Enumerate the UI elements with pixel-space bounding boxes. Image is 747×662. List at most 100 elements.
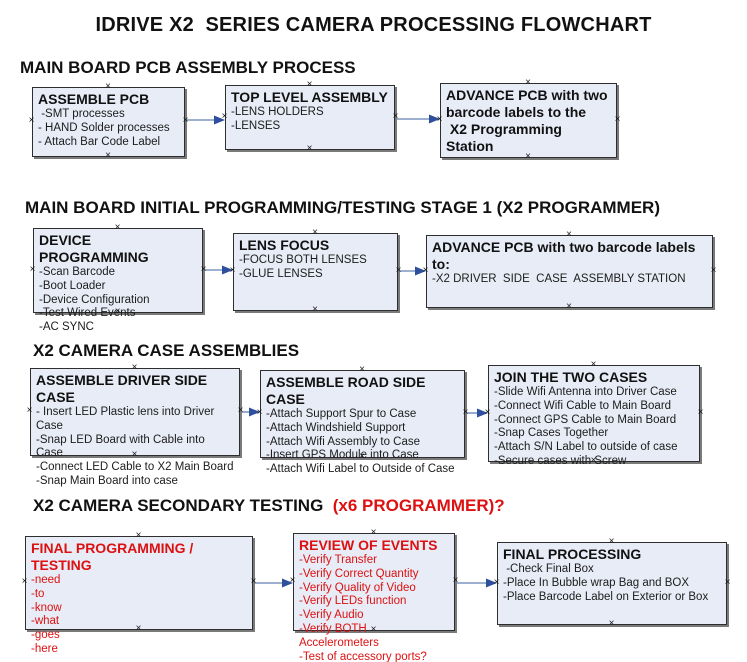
box-item: -Secure cases with Screw [494,454,627,467]
anchor-x-icon: × [237,405,244,416]
anchor-x-icon: × [566,301,572,312]
flow-arrow [456,578,497,588]
flow-box-advance-pcb-driver-station: × × × × ADVANCE PCB with two barcode lab… [423,229,717,312]
anchor-x-icon: × [306,79,313,90]
box-title: ADVANCE PCB with two barcode labels to: [432,239,700,272]
anchor-x-icon: × [114,222,121,233]
anchor-x-icon: × [29,263,36,275]
section-heading-red-part: (x6 PROGRAMMER)? [332,496,505,515]
flow-box-assemble-road-side-case: × × × × ASSEMBLE ROAD SIDE CASE -Attach … [257,364,469,476]
flow-arrow [399,266,426,276]
box-item: - Insert LED Plastic lens into Driver Ca… [36,406,218,432]
box-item: -to [31,587,45,600]
box-item: -FOCUS BOTH LENSES [239,254,367,266]
anchor-x-icon: × [392,110,399,122]
flow-box-lens-focus: × × × × LENS FOCUS -FOCUS BOTH LENSES -G… [230,227,402,315]
anchor-x-icon: × [135,530,142,541]
flow-box-final-processing: × × × × FINAL PROCESSING -Check Final Bo… [494,536,731,629]
anchor-x-icon: × [306,143,313,154]
anchor-x-icon: × [21,576,28,587]
box-item: -Insert GPS Module into Case [266,449,419,462]
anchor-x-icon: × [422,264,429,276]
box-title: ASSEMBLE ROAD SIDE CASE [266,374,430,407]
anchor-x-icon: × [525,151,531,162]
anchor-x-icon: × [131,362,138,373]
box-item: -Device Configuration [39,293,150,306]
box-item: -Verify BOTH Accelerometers [299,622,379,649]
section-heading-black-part: X2 CAMERA SECONDARY TESTING [33,496,333,515]
anchor-x-icon: × [312,227,318,238]
section-heading-secondary-testing: X2 CAMERA SECONDARY TESTING (x6 PROGRAMM… [33,496,505,516]
box-item: -Attach Wifi Assembly to Case [266,435,421,448]
flow-arrow [204,265,233,275]
section-heading-initial-programming: MAIN BOARD INITIAL PROGRAMMING/TESTING S… [25,198,660,217]
flow-box-advance-pcb-programming-station: × × × × ADVANCE PCB with two barcode lab… [437,78,621,162]
anchor-x-icon: × [221,110,228,122]
box-item: -Connect Wifi Cable to Main Board [494,399,672,412]
box-title: REVIEW OF EVENTS [299,537,438,553]
flow-box-join-two-cases: × × × × JOIN THE TWO CASES -Slide Wifi A… [485,359,704,467]
anchor-x-icon: × [229,265,236,276]
flow-arrow [466,408,488,418]
flow-box-final-programming-testing: × × × × FINAL PROGRAMMING / TESTING -nee… [22,530,257,655]
anchor-x-icon: × [484,406,491,418]
anchor-x-icon: × [608,536,615,547]
anchor-x-icon: × [590,359,597,370]
box-item: -Attach Windshield Support [266,421,406,434]
anchor-x-icon: × [370,527,377,538]
anchor-x-icon: × [28,115,35,126]
box-item: - Attach Bar Code Label [38,135,161,148]
anchor-x-icon: × [608,618,615,629]
box-title: TOP LEVEL ASSEMBLY [231,89,388,105]
box-item: -SMT processes [38,108,125,120]
anchor-x-icon: × [289,575,296,586]
flow-arrow [254,578,293,588]
anchor-x-icon: × [312,304,318,315]
box-title-line: ADVANCE PCB with two [446,87,608,103]
box-item: -Snap Main Board into case [36,474,178,487]
anchor-x-icon: × [105,81,111,92]
anchor-x-icon: × [436,113,443,125]
anchor-x-icon: × [452,575,459,586]
anchor-x-icon: × [566,229,572,240]
box-title: FINAL PROGRAMMING / TESTING [31,540,198,573]
anchor-x-icon: × [462,407,469,418]
box-item: -Connect GPS Cable to Main Board [494,413,677,426]
anchor-x-icon: × [250,576,257,587]
page-title: IDRIVE X2 SERIES CAMERA PROCESSING FLOWC… [95,14,652,36]
box-item: -Test Wired Events [39,307,136,320]
box-item: -here [31,642,58,655]
box-title: JOIN THE TWO CASES [494,369,648,385]
box-item: -goes [31,629,60,642]
flow-box-review-of-events: × × × × REVIEW OF EVENTS -Verify Transfe… [290,527,459,662]
box-item: -Verify Correct Quantity [299,567,419,580]
box-item: -Snap Cases Together [494,427,609,440]
box-item: -Place Barcode Label on Exterior or Box [503,590,709,603]
box-item: -Attach Wifi Label to Outside of Case [266,463,455,476]
box-item: -Test of accessory ports? [299,650,427,662]
anchor-x-icon: × [614,113,621,125]
flow-box-device-programming: × × × × DEVICE PROGRAMMING -Scan Barcode… [30,222,207,334]
box-item: -LENS HOLDERS [231,106,324,118]
box-title: DEVICE PROGRAMMING [39,232,149,265]
box-item: -need [31,574,61,586]
box-item: -know [31,601,62,614]
anchor-x-icon: × [395,265,402,276]
box-item: -AC SYNC [39,321,94,334]
anchor-x-icon: × [359,364,365,375]
anchor-x-icon: × [724,576,731,588]
flow-arrow [186,115,225,125]
box-item: -Verify Audio [299,609,364,622]
box-item: -Check Final Box [503,563,594,575]
box-item: -what [31,615,60,628]
anchor-x-icon: × [710,264,717,276]
flow-box-top-level-assembly: × × × × TOP LEVEL ASSEMBLY -LENS HOLDERS… [222,79,399,154]
box-item: -GLUE LENSES [239,267,323,280]
anchor-x-icon: × [493,576,500,588]
box-item: -LENSES [231,119,281,132]
section-heading-case-assemblies: X2 CAMERA CASE ASSEMBLIES [33,341,300,360]
box-item: -Verify Transfer [299,554,377,566]
box-item: -Boot Loader [39,279,106,292]
box-title: ASSEMBLE PCB [38,91,150,107]
